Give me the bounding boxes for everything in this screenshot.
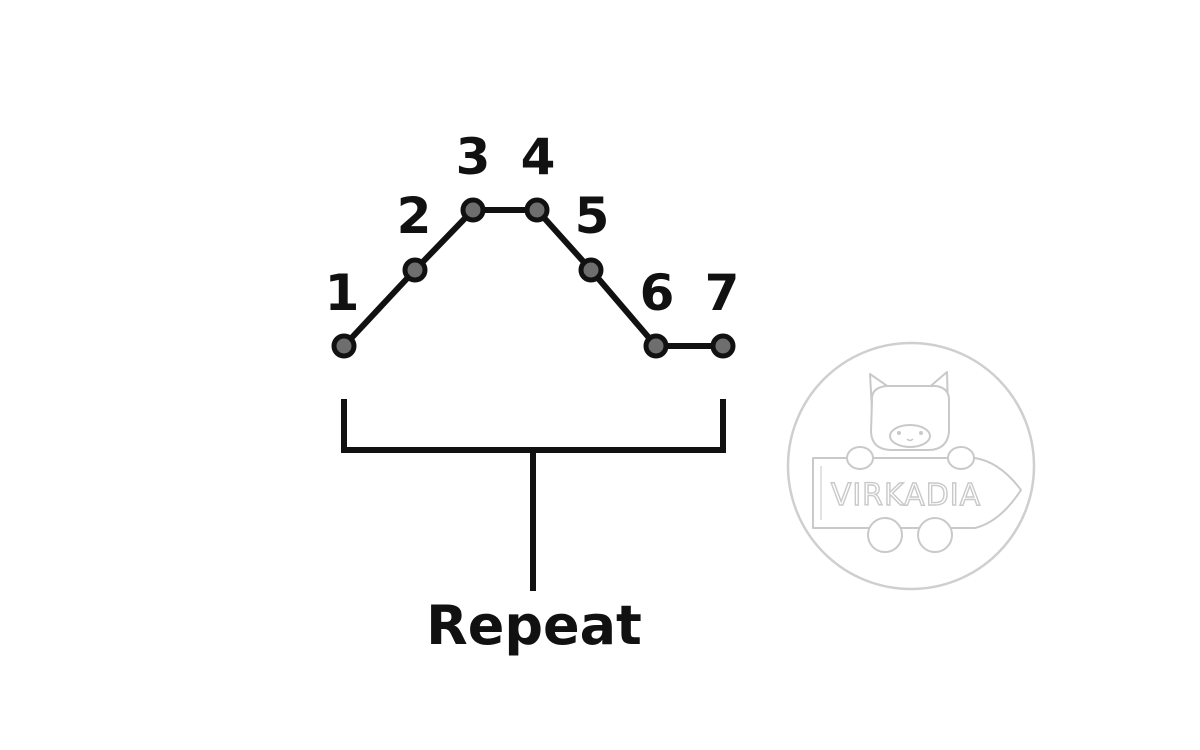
step-label-6: 6	[640, 264, 675, 322]
step-dot-2	[402, 257, 428, 283]
step-dot-4	[524, 197, 550, 223]
step-dot-1	[331, 333, 357, 359]
step-dot-3	[460, 197, 486, 223]
step-label-7: 7	[705, 264, 740, 322]
step-dot-6	[643, 333, 669, 359]
step-label-2: 2	[397, 187, 432, 245]
step-dot-5	[578, 257, 604, 283]
step-labels: 1 2 3 4 5 6 7	[325, 128, 740, 322]
repeat-label: Repeat	[426, 594, 642, 657]
watermark-text: VIRKADIA	[831, 478, 981, 513]
step-label-1: 1	[325, 264, 360, 322]
watermark-logo: VIRKADIA	[786, 341, 1036, 591]
step-dots	[331, 197, 736, 359]
step-label-5: 5	[575, 187, 610, 245]
step-label-3: 3	[456, 128, 491, 186]
repeat-bracket	[341, 399, 726, 591]
step-label-4: 4	[521, 128, 556, 186]
step-dot-7	[710, 333, 736, 359]
